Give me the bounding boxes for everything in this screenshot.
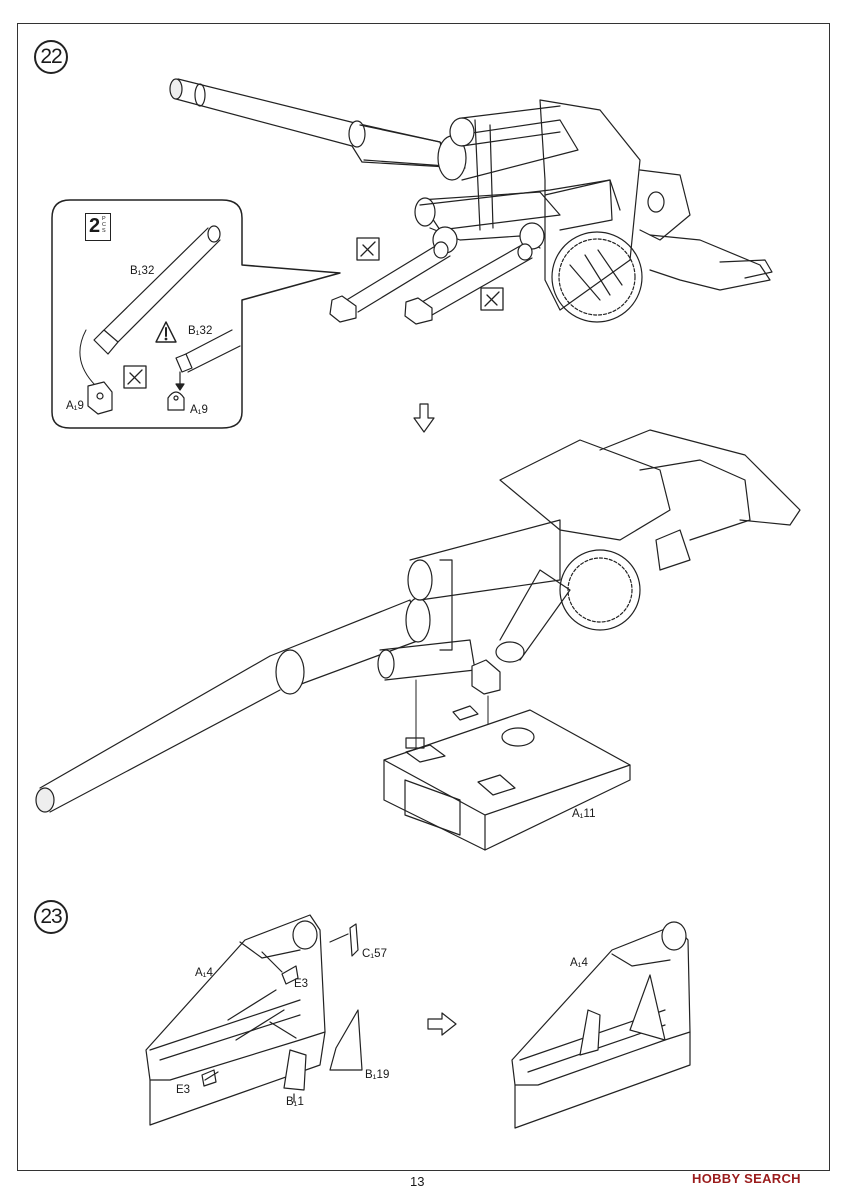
- part-label: B₁19: [365, 1069, 390, 1081]
- part-label: E3: [176, 1084, 191, 1096]
- part-label: E3: [294, 978, 309, 990]
- arrow-right-icon: [427, 1012, 457, 1036]
- part-label: C₁57: [362, 948, 387, 960]
- page-frame: [17, 23, 830, 1171]
- recoil-cylinders: [329, 241, 533, 325]
- quantity-unit: PCS: [102, 216, 106, 234]
- caution-icon: [155, 321, 177, 343]
- watermark: HOBBY SEARCH: [692, 1171, 801, 1186]
- step-number-22: 22: [34, 40, 68, 74]
- no-glue-icon: [356, 237, 380, 261]
- part-label: B₁32: [188, 325, 213, 337]
- part-label: A₁9: [190, 404, 208, 416]
- quantity-number: 2: [89, 215, 101, 237]
- carriage-arm-left: [145, 914, 326, 1126]
- part-label: A₁4: [570, 957, 588, 969]
- no-glue-icon: [480, 287, 504, 311]
- carriage-arm-right: [511, 921, 691, 1129]
- page-number: 13: [410, 1174, 425, 1189]
- gun-illustration-bottom: [35, 429, 801, 813]
- part-label: B₁32: [130, 265, 155, 277]
- part-label: A₁4: [195, 967, 213, 979]
- gun-illustration-top: [169, 78, 773, 323]
- step-number-23: 23: [34, 900, 68, 934]
- arrow-down-icon: [413, 403, 435, 433]
- part-label: A₁9: [66, 400, 84, 412]
- step23-small-parts: [201, 923, 363, 1103]
- base-part: [383, 705, 631, 851]
- callout-parts: [79, 225, 241, 415]
- part-label: B₁1: [286, 1096, 304, 1108]
- part-label: A₁11: [572, 808, 596, 820]
- no-glue-icon: [123, 365, 147, 389]
- quantity-box: 2 PCS: [85, 213, 111, 241]
